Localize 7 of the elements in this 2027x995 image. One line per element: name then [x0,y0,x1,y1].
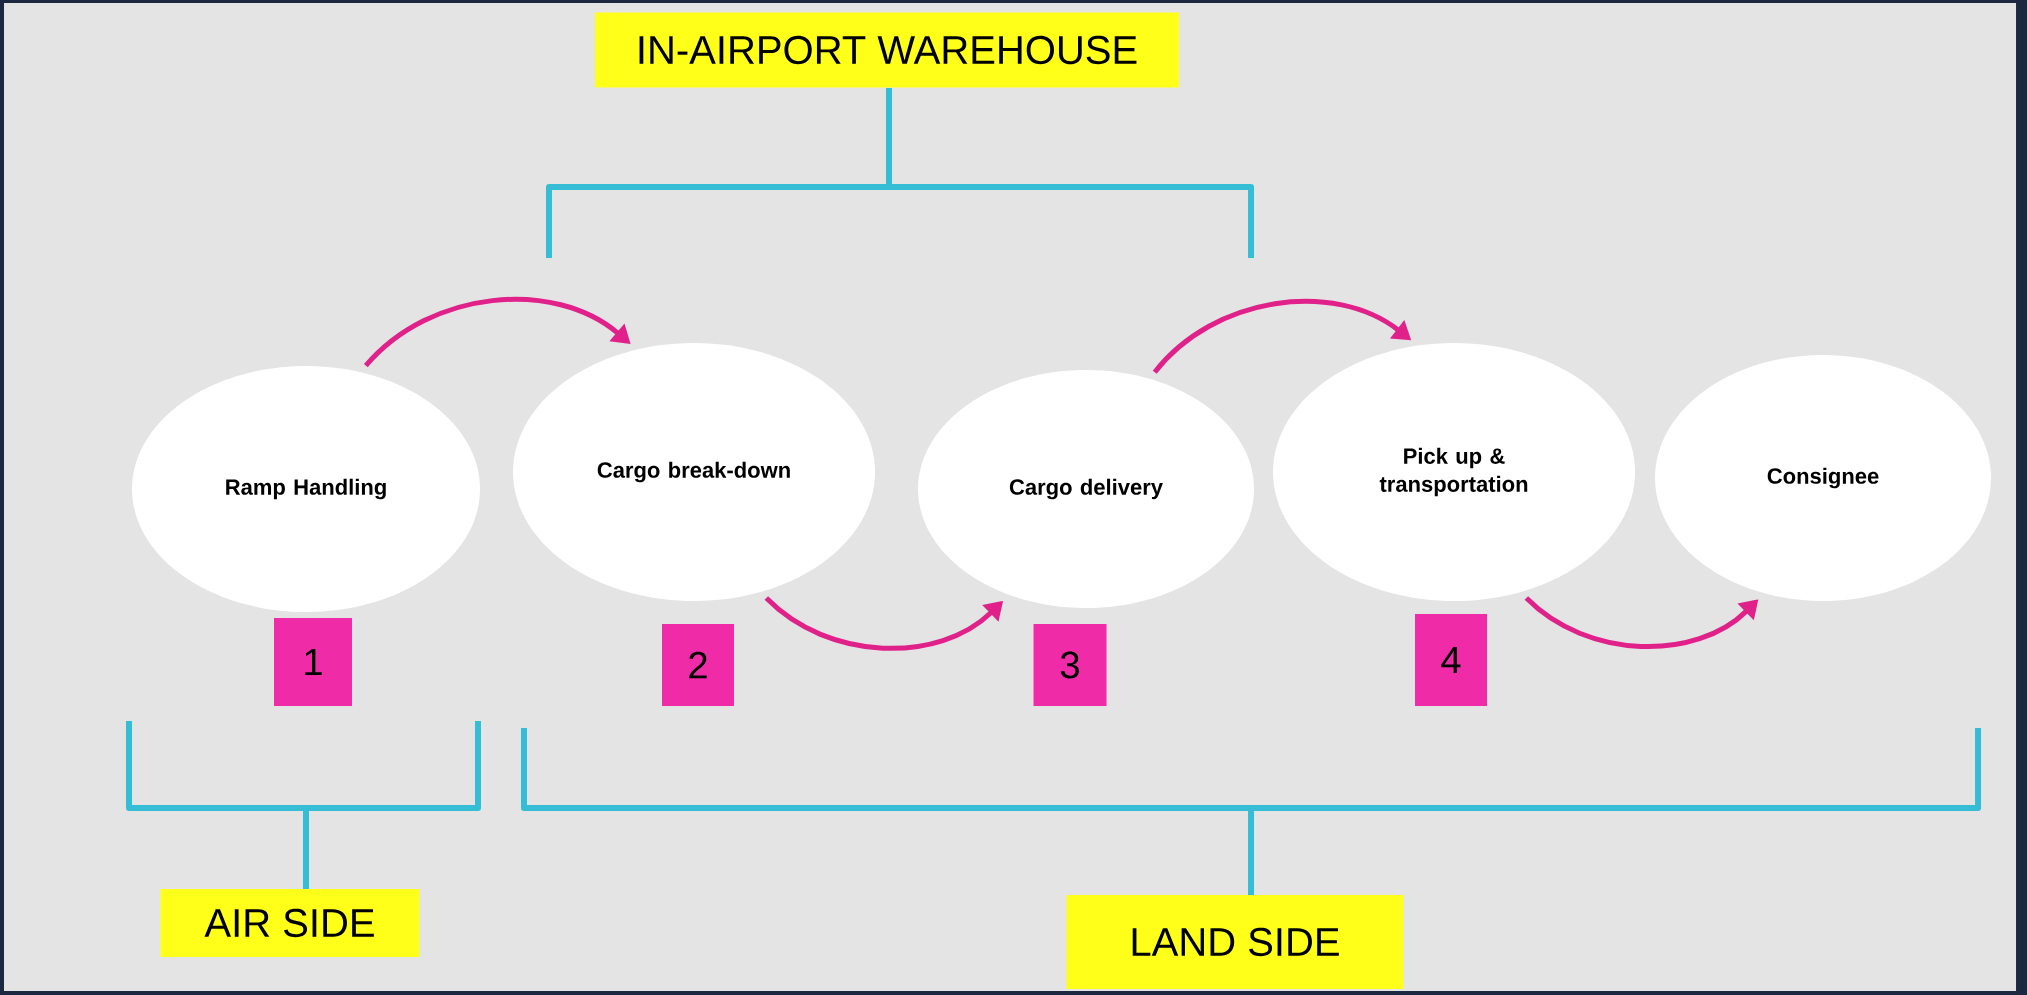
side-label: AIR SIDE [160,889,420,957]
side-label: IN-AIRPORT WAREHOUSE [595,12,1179,88]
step-number: 4 [1415,614,1487,706]
step-number: 3 [1033,624,1107,706]
side-label: LAND SIDE [1066,895,1404,989]
step-number: 2 [662,624,734,706]
step-number: 1 [274,618,352,706]
